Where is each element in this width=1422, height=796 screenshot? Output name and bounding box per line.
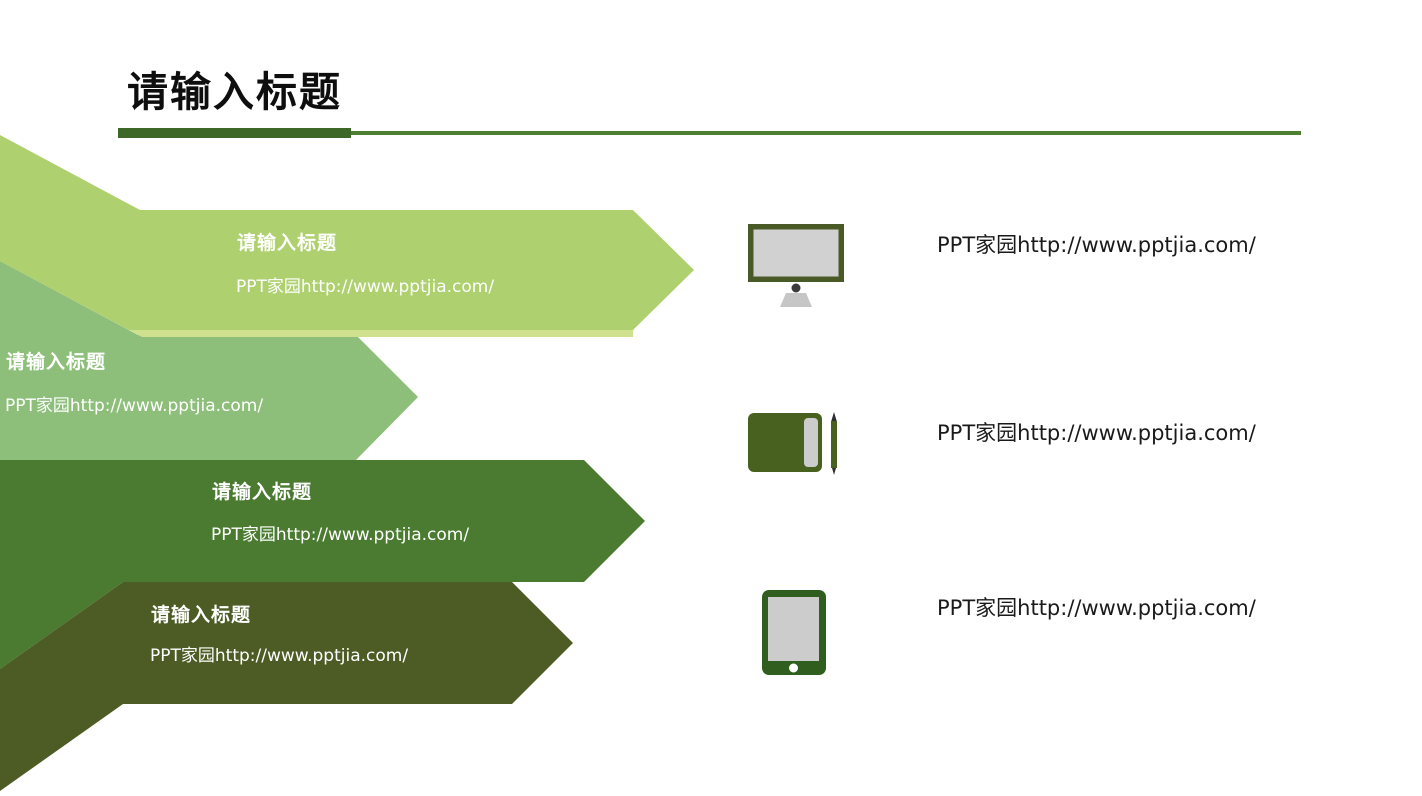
arrow-4-url: PPT家园http://www.pptjia.com/ xyxy=(150,646,409,666)
arrow-4-title: 请输入标题 xyxy=(151,604,252,626)
device-2-label: PPT家园http://www.pptjia.com/ xyxy=(937,421,1256,445)
pen-body xyxy=(831,421,837,468)
tablet-phone-icon xyxy=(760,588,828,678)
device-3-label: PPT家园http://www.pptjia.com/ xyxy=(937,596,1256,620)
tablet-side-strip xyxy=(804,418,818,467)
arrow-2-title: 请输入标题 xyxy=(6,351,107,373)
arrow-ribbon-1-echo xyxy=(129,330,633,337)
arrow-2-url: PPT家园http://www.pptjia.com/ xyxy=(5,396,264,416)
arrow-ribbon-1 xyxy=(0,135,694,330)
phone-home-dot xyxy=(789,663,798,673)
arrow-ribbon-2 xyxy=(0,261,418,460)
page-title: 请输入标题 xyxy=(127,68,342,116)
arrow-1-title: 请输入标题 xyxy=(237,232,338,254)
arrow-3-title: 请输入标题 xyxy=(212,481,313,503)
arrow-1-url: PPT家园http://www.pptjia.com/ xyxy=(236,277,495,297)
monitor-screen xyxy=(753,229,839,277)
device-1-label: PPT家园http://www.pptjia.com/ xyxy=(937,233,1256,257)
tablet-body xyxy=(748,413,822,472)
monitor-stand xyxy=(780,293,812,307)
monitor-neck-dot xyxy=(791,283,801,293)
pen-end xyxy=(832,468,836,475)
arrow-ribbon-3 xyxy=(0,460,645,669)
arrow-3-url: PPT家园http://www.pptjia.com/ xyxy=(211,525,470,545)
phone-screen xyxy=(768,597,819,661)
desktop-monitor-icon xyxy=(746,222,846,310)
pen-tip xyxy=(831,412,837,422)
graphics-tablet-pen-icon xyxy=(746,411,842,477)
title-underline-line xyxy=(351,131,1301,135)
arrow-ribbon-4 xyxy=(0,582,573,791)
title-underline-bar xyxy=(118,128,351,138)
